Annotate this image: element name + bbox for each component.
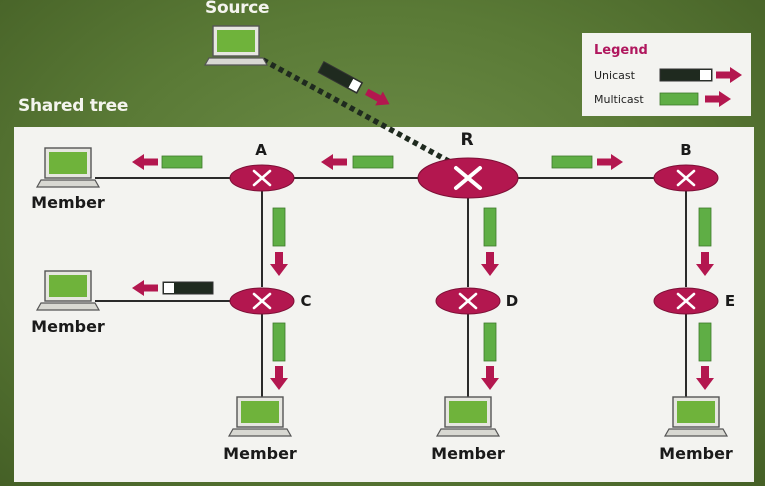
legend-unicast-swatch [659, 67, 742, 83]
router-c-label: C [300, 292, 311, 310]
member-computer-icon [664, 396, 728, 437]
multicast-packet-r-d [481, 207, 499, 276]
unicast-path-source-r [261, 57, 454, 166]
multicast-packet-r-b [551, 154, 623, 170]
router-d-icon [434, 286, 502, 316]
multicast-packet-b-e [696, 207, 714, 276]
router-r-icon [416, 156, 520, 200]
unicast-packet-c-member [132, 280, 214, 296]
router-e-label: E [725, 292, 735, 310]
multicast-packet-e-member [696, 322, 714, 390]
router-a-label: A [255, 141, 267, 159]
shared-tree-panel [14, 127, 754, 482]
router-d-label: D [506, 292, 518, 310]
unicast-packet-source [317, 61, 394, 112]
member-label: Member [31, 317, 105, 336]
network-links [95, 177, 687, 400]
multicast-packet-d-member [481, 322, 499, 390]
router-e-icon [652, 286, 720, 316]
member-computer-icon [36, 147, 100, 188]
router-r-label: R [460, 130, 473, 150]
legend-title: Legend [594, 43, 648, 58]
member-label: Member [659, 444, 733, 463]
member-computer-icon [436, 396, 500, 437]
member-computer-icon [36, 270, 100, 311]
member-computer-icon [228, 396, 292, 437]
legend-multicast-label: Multicast [594, 93, 644, 106]
router-b-label: B [680, 141, 691, 159]
multicast-packet-a-member [132, 154, 203, 170]
router-c-icon [228, 286, 296, 316]
member-label: Member [431, 444, 505, 463]
member-label: Member [223, 444, 297, 463]
source-label: Source [205, 0, 270, 18]
legend-unicast-label: Unicast [594, 69, 635, 82]
legend-multicast-swatch [659, 91, 731, 107]
router-a-icon [228, 163, 296, 193]
source-computer-icon [204, 25, 268, 66]
member-label: Member [31, 193, 105, 212]
multicast-packet-r-a [321, 154, 394, 170]
multicast-packet-a-c [270, 207, 288, 276]
shared-tree-label: Shared tree [18, 96, 129, 116]
multicast-packet-c-member [270, 322, 288, 390]
router-b-icon [652, 163, 720, 193]
